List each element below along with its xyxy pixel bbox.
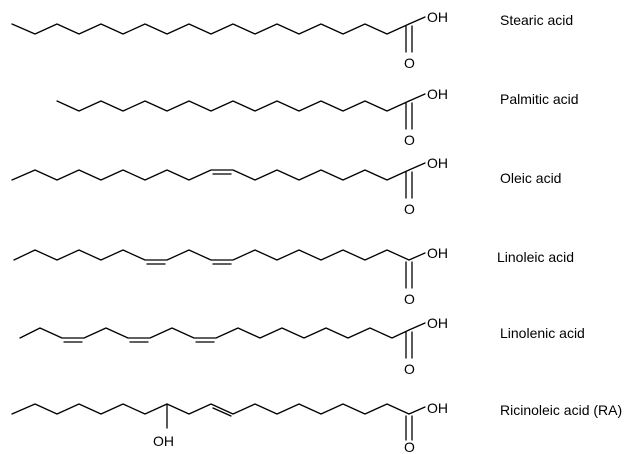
linoleic-acid-c-oh-bond xyxy=(408,252,426,261)
molecule-stearic-acid: OH O Stearic acid xyxy=(11,9,573,71)
stearic-acid-hydroxyl-label: OH xyxy=(427,9,448,25)
palmitic-acid-carbon-chain xyxy=(56,100,410,112)
oleic-acid-carbon-chain xyxy=(11,169,410,181)
linolenic-acid-c-oh-bond xyxy=(408,322,426,331)
molecule-linoleic-acid: OH O Linoleic acid xyxy=(13,245,574,307)
molecule-ricinoleic-acid: OH OH O Ricinoleic acid (RA) xyxy=(11,400,622,454)
stearic-acid-carbon-chain xyxy=(11,23,410,35)
molecule-palmitic-acid: OH O Palmitic acid xyxy=(56,86,579,148)
ricinoleic-acid-hydroxyl-label: OH xyxy=(427,400,448,416)
linolenic-acid-hydroxyl-label: OH xyxy=(427,315,448,331)
oleic-acid-c-oh-bond xyxy=(408,162,426,171)
palmitic-acid-oxygen-label: O xyxy=(404,132,415,148)
linoleic-acid-hydroxyl-label: OH xyxy=(427,245,448,261)
ricinoleic-acid-carbon-chain xyxy=(11,403,410,415)
ricinoleic-acid-cis-double-bond xyxy=(212,407,232,417)
stearic-acid-oxygen-label: O xyxy=(404,55,415,71)
ricinoleic-acid-oxygen-label: O xyxy=(404,439,415,454)
linolenic-acid-name: Linolenic acid xyxy=(500,325,585,341)
palmitic-acid-name: Palmitic acid xyxy=(500,91,579,107)
linoleic-acid-carbon-chain xyxy=(13,249,410,261)
palmitic-acid-hydroxyl-label: OH xyxy=(427,86,448,102)
ricinoleic-acid-c-oh-bond xyxy=(408,406,426,415)
molecule-linolenic-acid: OH O Linolenic acid xyxy=(19,315,585,377)
molecule-oleic-acid: OH O Oleic acid xyxy=(11,155,561,217)
oleic-acid-oxygen-label: O xyxy=(404,201,415,217)
linoleic-acid-oxygen-label: O xyxy=(404,291,415,307)
oleic-acid-name: Oleic acid xyxy=(500,170,561,186)
stearic-acid-name: Stearic acid xyxy=(500,12,573,28)
ricinoleic-acid-name: Ricinoleic acid (RA) xyxy=(500,402,622,418)
linolenic-acid-carbon-chain xyxy=(19,327,410,339)
palmitic-acid-c-oh-bond xyxy=(408,93,426,102)
linolenic-acid-oxygen-label: O xyxy=(404,361,415,377)
linoleic-acid-name: Linoleic acid xyxy=(497,249,574,265)
oleic-acid-hydroxyl-label: OH xyxy=(427,155,448,171)
stearic-acid-c-oh-bond xyxy=(408,16,426,25)
ricinoleic-acid-chain-hydroxyl-label: OH xyxy=(153,433,174,449)
